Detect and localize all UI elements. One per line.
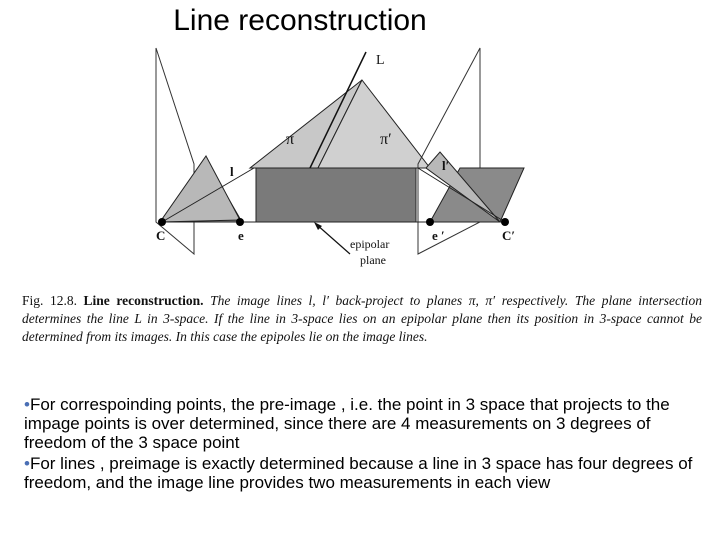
figure-caption: Fig. 12.8. Line reconstruction. The imag… xyxy=(22,292,702,346)
label-l: l xyxy=(230,164,234,179)
bullet-text: For correspoinding points, the pre-image… xyxy=(24,395,670,452)
epipolar-pointer xyxy=(315,223,351,255)
ray-left xyxy=(161,167,255,223)
epipolar-plane xyxy=(255,167,417,223)
label-e-prime: e ′ xyxy=(432,228,445,243)
slide-title: Line reconstruction xyxy=(173,4,427,37)
bullet-marker: • xyxy=(24,454,30,473)
caption-text: The image lines l, l′ back-project to pl… xyxy=(22,293,703,344)
line-reconstruction-figure: L π π′ l l′ C e e ′ C′ epipolar plane xyxy=(150,44,710,288)
bullet-list: •For correspoinding points, the pre-imag… xyxy=(24,395,714,494)
bullet-item: •For lines , preimage is exactly determi… xyxy=(24,454,714,492)
label-epipolar-plane-line1: epipolar xyxy=(350,237,389,251)
label-pi: π xyxy=(286,131,294,148)
epipole-e-prime xyxy=(426,218,434,226)
label-C-prime: C′ xyxy=(502,228,515,243)
caption-figure-number: Fig. 12.8. xyxy=(22,293,77,308)
ray-right xyxy=(417,167,506,223)
bullet-text: For lines , preimage is exactly determin… xyxy=(24,454,693,492)
epipole-e xyxy=(236,218,244,226)
left-image-plane xyxy=(155,47,195,256)
label-C: C xyxy=(156,228,165,243)
left-image-triangle xyxy=(159,155,241,223)
label-l-prime: l′ xyxy=(442,158,449,173)
label-L: L xyxy=(376,53,385,68)
figure-svg: L π π′ l l′ C e e ′ C′ epipolar plane xyxy=(155,47,525,267)
epipolar-pointer-head xyxy=(314,222,322,230)
label-pi-prime: π′ xyxy=(380,131,392,148)
bullet-item: •For correspoinding points, the pre-imag… xyxy=(24,395,714,452)
label-e: e xyxy=(238,228,244,243)
right-image-triangle xyxy=(425,151,501,223)
label-epipolar-plane-line2: plane xyxy=(360,253,386,267)
line-L xyxy=(309,51,367,169)
caption-heading: Line reconstruction. xyxy=(83,293,204,308)
camera-centre-C xyxy=(158,218,166,226)
camera-centre-C-prime xyxy=(501,218,509,226)
bullet-marker: • xyxy=(24,395,30,414)
